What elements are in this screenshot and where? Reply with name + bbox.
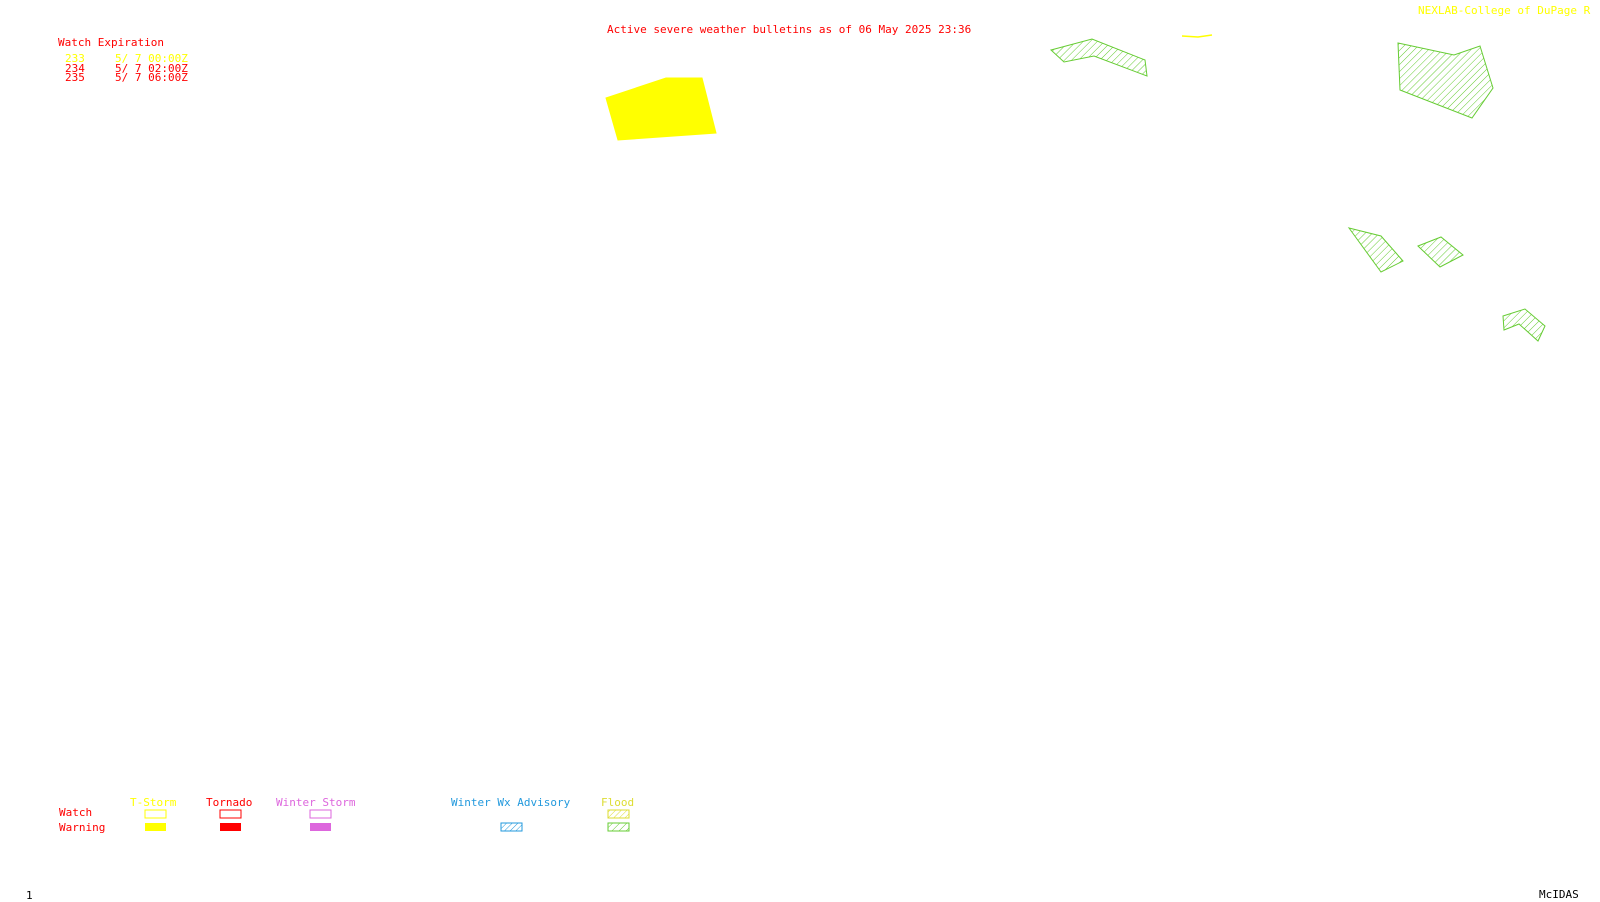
tstorm-warning-area bbox=[605, 77, 717, 141]
tornado-watch-swatch bbox=[219, 809, 242, 819]
tstorm-warning-area bbox=[1181, 34, 1213, 38]
legend-tstorm-label: T-Storm bbox=[130, 796, 177, 809]
watch-number: 233 bbox=[65, 52, 85, 65]
frame-number: 1 bbox=[26, 889, 33, 902]
winter-storm-warning-swatch bbox=[310, 823, 331, 831]
flood-warning-swatch bbox=[607, 822, 630, 832]
legend-watch-row-label: Watch bbox=[59, 806, 93, 819]
legend-winter-wx-advisory-label: Winter Wx Advisory bbox=[451, 796, 571, 809]
watch-expiration-heading: Watch Expiration bbox=[58, 36, 164, 49]
flood-watch-swatch bbox=[607, 809, 630, 819]
legend-tornado-label: Tornado bbox=[206, 796, 253, 809]
tornado-warning-swatch bbox=[220, 823, 241, 831]
winter-wx-advisory-swatch bbox=[500, 822, 523, 832]
legend-flood-label: Flood bbox=[601, 796, 635, 809]
legend-winter-storm-label: Winter Storm bbox=[276, 796, 356, 809]
watch-number: 235 bbox=[65, 71, 85, 84]
tstorm-warning-swatch bbox=[145, 823, 166, 831]
watch-expiry-time: 5/ 7 00:00Z bbox=[115, 52, 188, 65]
watch-number: 234 bbox=[65, 62, 85, 75]
watch-expiry-time: 5/ 7 06:00Z bbox=[115, 71, 188, 84]
flood-warning-area bbox=[1347, 227, 1404, 273]
software-label: McIDAS bbox=[1539, 888, 1579, 901]
flood-warning-area bbox=[1049, 38, 1148, 77]
watch-expiry-time: 5/ 7 02:00Z bbox=[115, 62, 188, 75]
bulletin-title: Active severe weather bulletins as of 06… bbox=[607, 23, 972, 36]
winter-storm-watch-swatch bbox=[309, 809, 332, 819]
source-credit: NEXLAB-College of DuPage R bbox=[1418, 4, 1591, 17]
flood-warning-area bbox=[1502, 308, 1546, 342]
flood-warning-area bbox=[1397, 42, 1494, 119]
tstorm-watch-swatch bbox=[144, 809, 167, 819]
legend-warning-row-label: Warning bbox=[59, 821, 106, 834]
flood-warning-area bbox=[1417, 236, 1464, 268]
